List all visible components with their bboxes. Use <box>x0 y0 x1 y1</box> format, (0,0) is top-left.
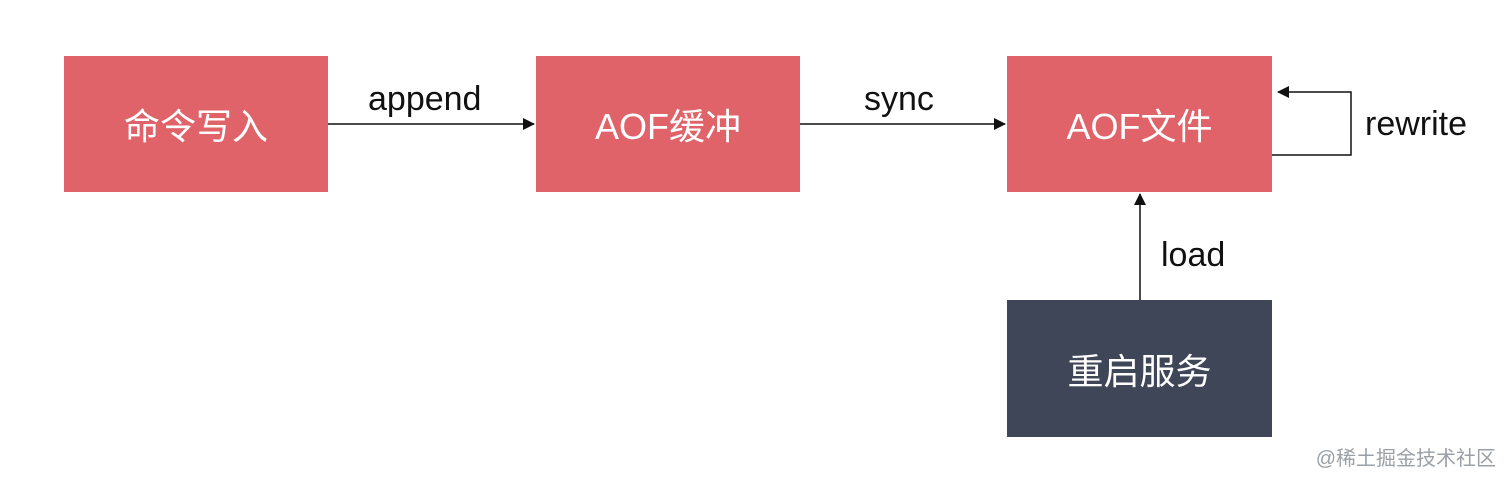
restart-service-node: 重启服务 <box>1007 300 1272 437</box>
aof-buffer-node: AOF缓冲 <box>536 56 800 192</box>
append-label: append <box>368 80 482 118</box>
sync-label: sync <box>864 80 934 118</box>
watermark: @稀土掘金技术社区 <box>1315 448 1496 470</box>
aof-file-label: AOF文件 <box>1066 106 1213 147</box>
load-label: load <box>1161 236 1226 274</box>
aof-buffer-label: AOF缓冲 <box>594 106 741 147</box>
aof-file-node: AOF文件 <box>1007 56 1272 192</box>
restart-service-label: 重启服务 <box>1067 350 1212 392</box>
rewrite-arrow <box>1272 86 1352 156</box>
rewrite-label: rewrite <box>1365 105 1468 143</box>
command-write-node: 命令写入 <box>64 56 328 192</box>
command-write-label: 命令写入 <box>123 106 268 147</box>
